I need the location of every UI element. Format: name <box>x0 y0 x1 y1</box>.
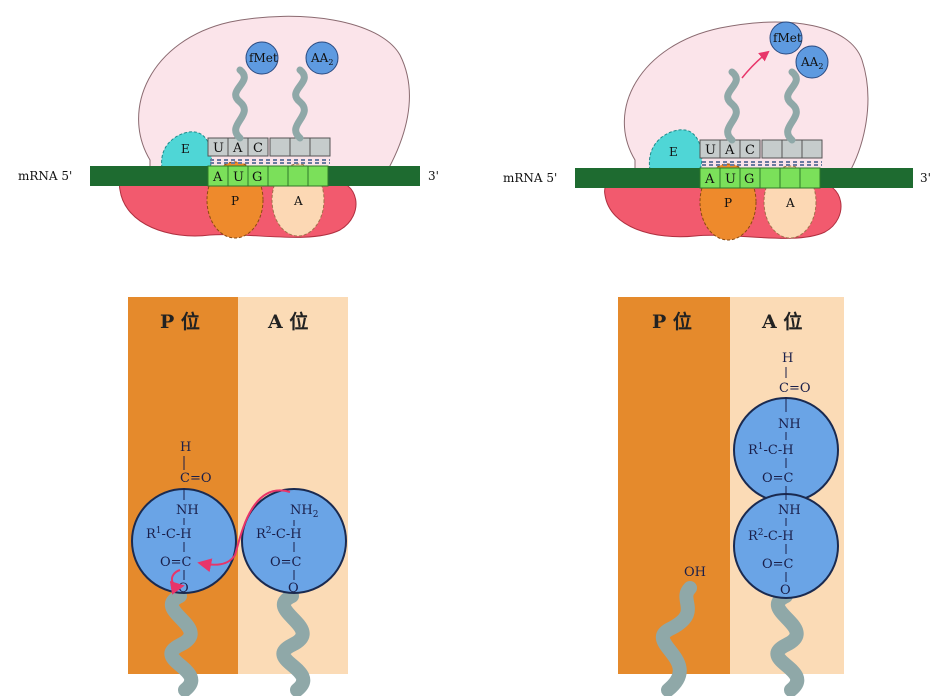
site-a-label: A <box>785 196 795 210</box>
p-site-title: P 位 <box>652 310 692 333</box>
codon-base: U <box>725 172 736 187</box>
nh-label: NH <box>176 503 199 518</box>
r1-label: R1-C-H <box>748 442 794 458</box>
nh2-label: NH2 <box>290 503 318 520</box>
trna-a <box>770 589 805 696</box>
aa2-label: AA2 <box>310 51 333 67</box>
r2-label: R2-C-H <box>748 528 794 544</box>
mrna-3-label: 3' <box>920 171 931 185</box>
trna-p <box>164 589 199 696</box>
site-e-label: E <box>181 142 190 156</box>
fmet-label: fMet <box>773 31 802 45</box>
trna-1 <box>232 66 248 142</box>
p-site-title: P 位 <box>160 310 200 333</box>
formyl-co: C=O <box>180 471 212 486</box>
trna-a <box>276 589 311 696</box>
peptide-panel-before: P 位 A 位 H C=O NH R1-C-H O=C O NH2 R2-C-H… <box>128 297 348 696</box>
anticodon-base: U <box>213 141 224 156</box>
formyl-h: H <box>180 440 191 455</box>
codon-base: G <box>744 172 754 187</box>
codon-base: A <box>212 170 223 185</box>
fmet-label: fMet <box>249 51 278 65</box>
anticodon-base: C <box>253 141 263 156</box>
peptide-panel-after: P 位 A 位 OH H C=O NH R1-C-H O=C NH R2-C-H… <box>618 297 844 696</box>
bond-break-arrow <box>169 569 185 595</box>
mrna-3-label: 3' <box>428 169 439 183</box>
aa2-circle <box>305 41 339 75</box>
site-p-label: P <box>231 194 239 208</box>
formyl-h: H <box>782 351 793 366</box>
ribosome-panel-initial: E P A mRNA 5' 3' A U G <box>18 15 439 239</box>
o-eq-c-label: O=C <box>762 471 794 486</box>
site-a-label: A <box>293 194 303 208</box>
attack-arrow <box>197 489 291 573</box>
large-subunit <box>138 15 410 176</box>
codon-row: A U G <box>207 165 329 187</box>
site-e-label: E <box>669 145 678 159</box>
trna-p <box>655 581 697 696</box>
anticodon-base: C <box>745 143 755 158</box>
codon-base: G <box>252 170 262 185</box>
r2-label: R2-C-H <box>256 526 302 542</box>
anticodon-base: A <box>724 143 735 158</box>
o-eq-c-label: O=C <box>762 557 794 572</box>
oh-label: OH <box>684 565 706 580</box>
anticodon-base: U <box>705 143 716 158</box>
nh-label: NH <box>778 503 801 518</box>
fmet-circle <box>769 21 803 55</box>
p-site-column <box>618 297 730 674</box>
r1-label: R1-C-H <box>146 526 192 542</box>
o-eq-c-label: O=C <box>160 555 192 570</box>
o-label: O <box>780 583 791 598</box>
trna-2 <box>784 68 800 144</box>
o-label: O <box>178 581 189 596</box>
formyl-co: C=O <box>779 381 811 396</box>
fmet-circle <box>245 41 279 75</box>
transfer-arrow <box>741 50 770 79</box>
codon-base: A <box>704 172 715 187</box>
residue-2-circle <box>241 488 347 594</box>
e-site <box>648 129 703 171</box>
codon-base: U <box>233 170 244 185</box>
trna-2 <box>292 66 308 142</box>
a-site-title: A 位 <box>267 310 308 333</box>
anticodon-base: A <box>232 141 243 156</box>
anticodon-row: U A C <box>207 137 331 164</box>
o-eq-c-label: O=C <box>270 555 302 570</box>
a-site-title: A 位 <box>761 310 802 333</box>
mrna-5-label: mRNA 5' <box>503 171 557 185</box>
aa2-label: AA2 <box>800 55 823 71</box>
o-label: O <box>288 581 299 596</box>
aa2-circle <box>795 45 829 79</box>
codon-row: A U G <box>699 167 821 189</box>
trna-1 <box>724 68 740 144</box>
nh-label: NH <box>778 417 801 432</box>
site-p-label: P <box>724 196 732 210</box>
ribosome-panel-transfer: E P A mRNA 5' 3' A U G U A C <box>503 21 931 241</box>
mrna-5-label: mRNA 5' <box>18 169 72 183</box>
